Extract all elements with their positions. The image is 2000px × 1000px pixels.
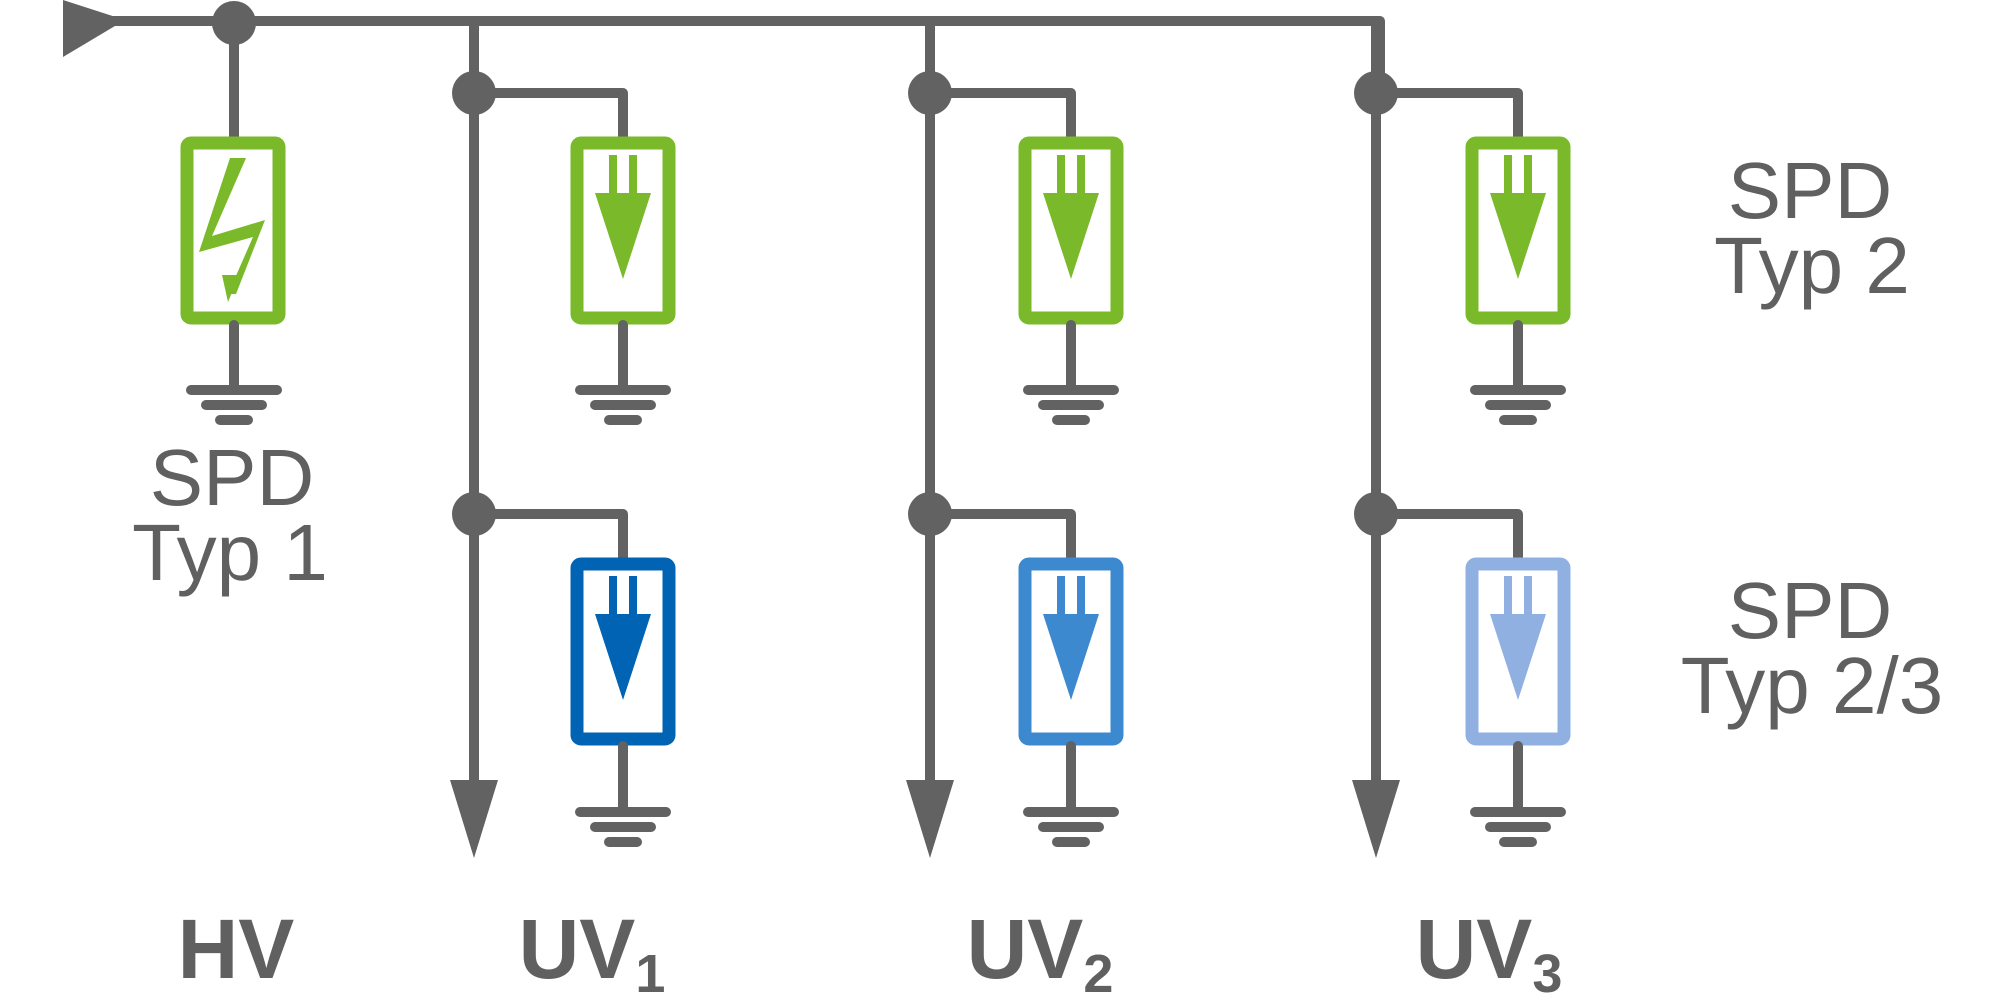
- uv1-feeder: [450, 21, 676, 858]
- uv3-spd-typ2-module: [1465, 136, 1571, 325]
- bus-label-uv1-main: UV: [519, 902, 636, 996]
- hv-branch: SPD Typ 1: [132, 25, 328, 597]
- hv-tap-node: [212, 1, 256, 45]
- main-busbar: [63, 0, 1385, 95]
- uv3-spd-typ23-module: [1465, 557, 1571, 746]
- uv3-downstream-arrow-icon: [1352, 780, 1400, 858]
- bus-label-uv2-sub: 2: [1083, 944, 1113, 1000]
- ground-symbol-icon: [1475, 812, 1561, 842]
- spd-typ23-label-line2: Typ 2/3: [1681, 641, 1943, 730]
- bus-label-hv: HV: [178, 902, 295, 996]
- bus-label-uv3-main: UV: [1416, 902, 1533, 996]
- uv3-typ2-branch-wire: [1373, 88, 1523, 144]
- bus-label-uv3-sub: 3: [1532, 944, 1562, 1000]
- uv2-downstream-arrow-icon: [906, 780, 954, 858]
- uv1-typ23-tap-node: [452, 492, 496, 536]
- spd-typ1-label: SPD: [150, 433, 315, 522]
- uv2-feeder: [906, 21, 1124, 858]
- uv3-typ23-branch-wire: [1373, 509, 1523, 565]
- incoming-arrow-icon: [63, 0, 125, 57]
- bus-labels: HV UV1 UV2 UV3: [178, 902, 1563, 1000]
- uv3-typ23-tap-node: [1354, 492, 1398, 536]
- uv1-downstream-arrow-icon: [450, 780, 498, 858]
- uv1-typ23-branch-wire: [471, 509, 628, 565]
- uv2-typ23-branch-wire: [927, 509, 1076, 565]
- ground-symbol-icon: [191, 390, 277, 420]
- ground-symbol-icon: [1028, 812, 1114, 842]
- lightning-bolt-icon: [199, 158, 265, 302]
- bus-label-uv2: UV2: [967, 902, 1114, 1000]
- uv2-typ23-tap-node: [908, 492, 952, 536]
- uv1-spd-typ2-module: [570, 136, 676, 325]
- uv1-typ2-tap-node: [452, 71, 496, 115]
- bus-label-uv2-main: UV: [967, 902, 1084, 996]
- ground-symbol-icon: [580, 390, 666, 420]
- uv1-typ2-branch-wire: [471, 88, 628, 144]
- spd-typ23-label: SPD Typ 2/3: [1681, 566, 1943, 730]
- spd-typ1-label-line1: SPD: [150, 433, 315, 522]
- spd-typ2-label-line1: SPD: [1728, 146, 1893, 235]
- ground-symbol-icon: [1028, 390, 1114, 420]
- uv1-spd-typ23-module: [570, 557, 676, 746]
- uv2-typ2-tap-node: [908, 71, 952, 115]
- ground-symbol-icon: [580, 812, 666, 842]
- spd-typ2-label: SPD Typ 2: [1714, 146, 1910, 310]
- spd-typ23-label-line1: SPD: [1728, 566, 1893, 655]
- uv3-feeder: [1352, 21, 1571, 858]
- ground-symbol-icon: [1475, 390, 1561, 420]
- uv2-spd-typ2-module: [1018, 136, 1124, 325]
- uv2-typ2-branch-wire: [927, 88, 1076, 144]
- bus-label-uv1-sub: 1: [635, 944, 665, 1000]
- uv3-typ2-tap-node: [1354, 71, 1398, 115]
- spd-typ1-label-line2: Typ 1: [132, 508, 328, 597]
- spd-typ2-label-line2: Typ 2: [1714, 221, 1910, 310]
- uv2-spd-typ23-module: [1018, 557, 1124, 746]
- bus-label-uv3: UV3: [1416, 902, 1563, 1000]
- bus-label-uv1: UV1: [519, 902, 666, 1000]
- spd-typ1-module: [180, 136, 286, 325]
